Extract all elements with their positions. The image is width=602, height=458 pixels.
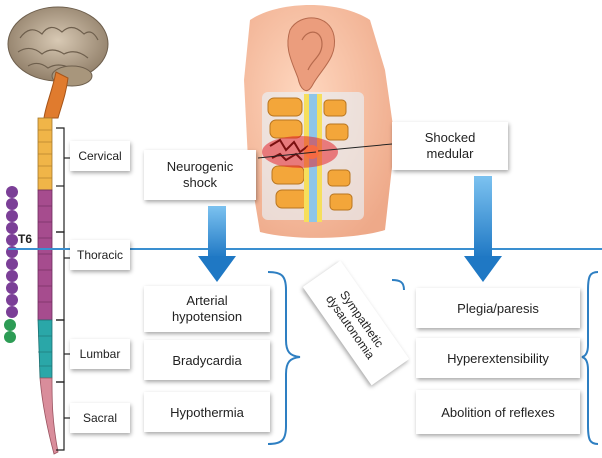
sympathetic-chain bbox=[4, 186, 18, 343]
neurogenic-title-line1: Neurogenic bbox=[166, 159, 234, 174]
neurogenic-brace bbox=[267, 271, 301, 445]
effect-hyperextensibility: Hyperextensibility bbox=[416, 338, 580, 378]
spinal-cord-illustration bbox=[37, 117, 59, 455]
segment-label-lumbar: Lumbar bbox=[70, 339, 130, 369]
segment-brackets bbox=[56, 127, 72, 451]
brain-illustration bbox=[7, 6, 109, 119]
medular-title-line2: medular bbox=[426, 146, 474, 161]
medular-title-line1: Shocked bbox=[424, 130, 476, 145]
segment-label-sacral: Sacral bbox=[70, 403, 130, 433]
segment-label-thoracic: Thoracic bbox=[70, 240, 130, 270]
neck-injury-illustration bbox=[244, 5, 395, 238]
neurogenic-connector bbox=[257, 151, 317, 159]
neurogenic-arrow bbox=[198, 206, 236, 282]
effect-arterial-hypotension: Arterial hypotension bbox=[144, 286, 270, 332]
neurogenic-title-line2: shock bbox=[183, 175, 217, 190]
shocked-medular-box: Shocked medular bbox=[392, 122, 508, 170]
effect-abolition-of-reflexes: Abolition of reflexes bbox=[416, 390, 580, 434]
medular-arrow bbox=[464, 176, 502, 282]
effect-hypothermia: Hypothermia bbox=[144, 392, 270, 432]
t6-level-label: T6 bbox=[18, 232, 33, 246]
effect-bradycardia: Bradycardia bbox=[144, 340, 270, 380]
segment-label-cervical: Cervical bbox=[70, 141, 130, 171]
neurogenic-shock-box: Neurogenic shock bbox=[144, 150, 256, 200]
medular-brace-top bbox=[391, 279, 405, 291]
medular-brace bbox=[581, 271, 599, 445]
medular-connector bbox=[317, 143, 393, 152]
effect-plegia-paresis: Plegia/paresis bbox=[416, 288, 580, 328]
